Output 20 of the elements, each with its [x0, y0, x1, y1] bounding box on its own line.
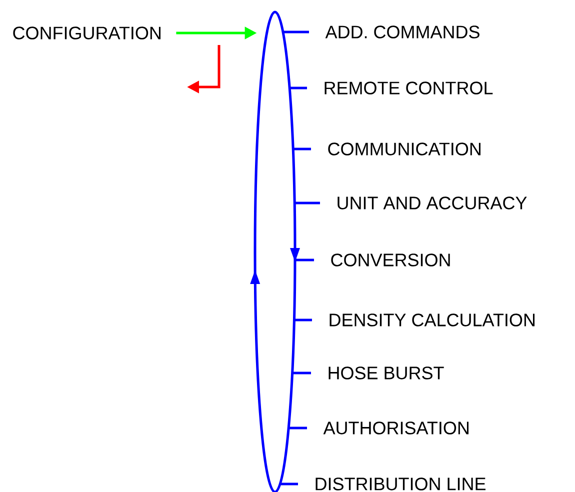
- connector-line: [280, 482, 298, 486]
- item-label: UNIT AND ACCURACY: [338, 196, 527, 210]
- item-label: CONFIGURATION: [13, 26, 160, 40]
- item-label: REMOTE CONTROL: [324, 82, 493, 94]
- connector-line: [294, 202, 320, 204]
- connector-line: [288, 426, 307, 430]
- item-label: HOSE BURST: [328, 366, 444, 380]
- item-label: AUTHORISATION: [323, 422, 468, 434]
- loop-ellipse: [250, 10, 300, 492]
- item-label: DENSITY CALCULATION: [330, 314, 534, 326]
- connector-line: [290, 86, 307, 90]
- item-label: COMMUNICATION: [328, 142, 480, 156]
- connector-line: [295, 258, 314, 262]
- item-label: DISTRIBUTION LINE: [316, 478, 486, 490]
- item-label: ADD. COMMANDS: [325, 26, 480, 38]
- item-label: CONVERSION: [331, 254, 450, 266]
- connector-line: [292, 372, 311, 374]
- connector-line: [294, 318, 312, 322]
- connector-line: [293, 148, 311, 150]
- connector-line: [283, 30, 309, 34]
